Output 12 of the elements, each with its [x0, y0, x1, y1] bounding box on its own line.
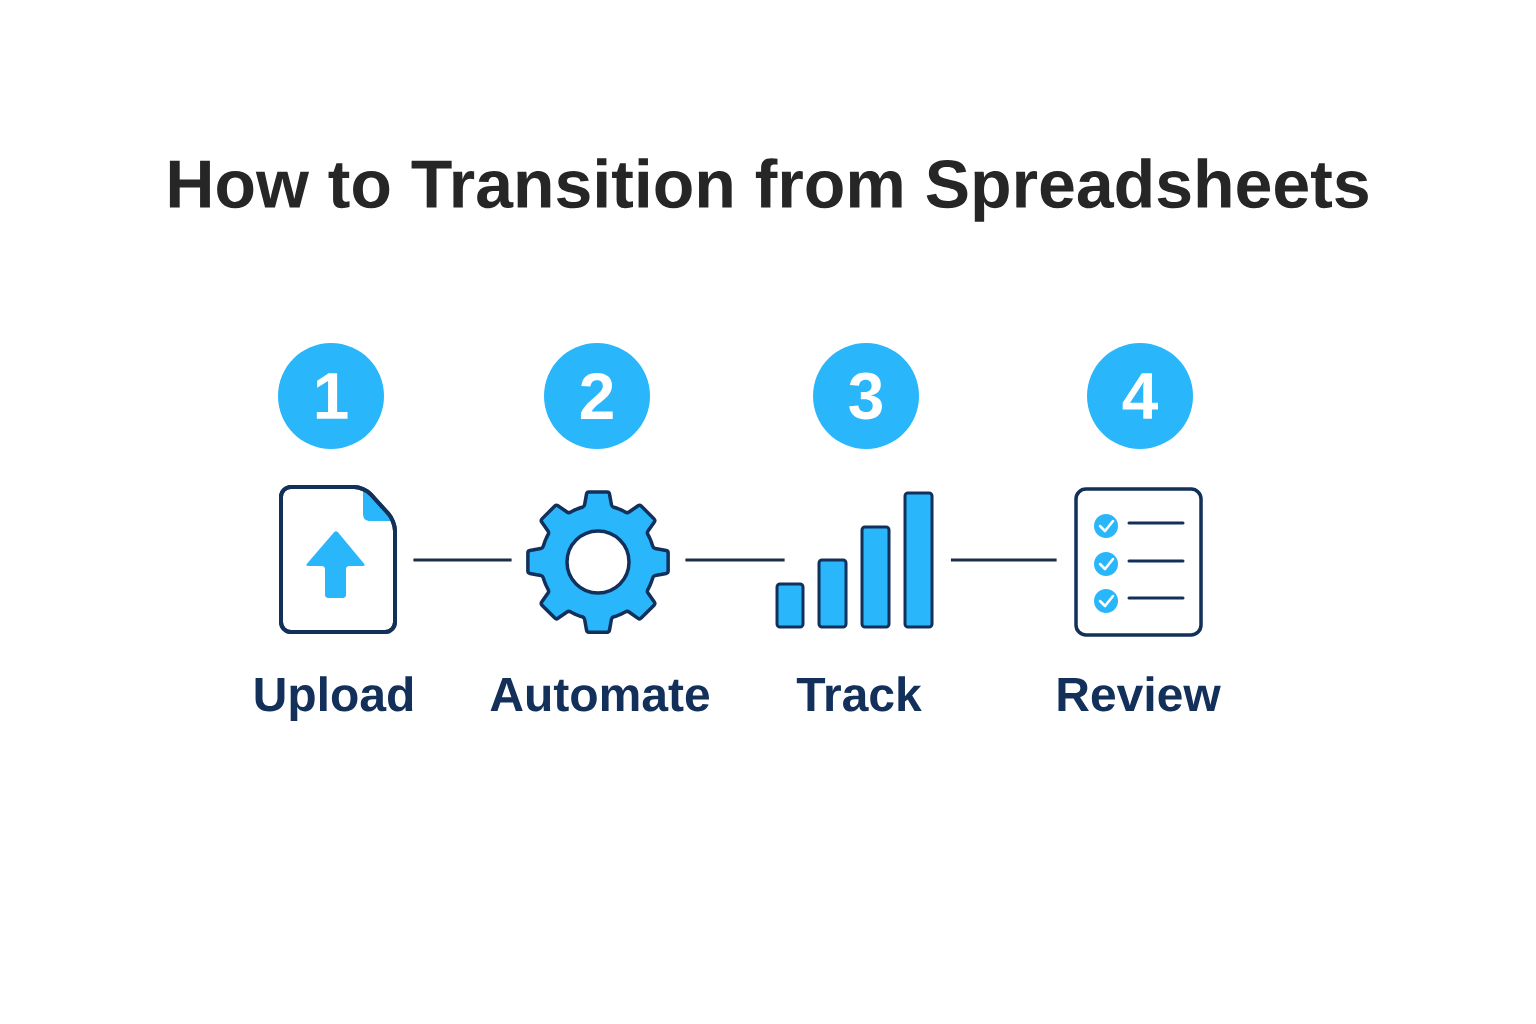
connector-line: [413, 558, 512, 562]
step-label: Automate: [490, 678, 710, 712]
step-label: Review: [1058, 676, 1221, 712]
title: How to Transition from Spreadsheets: [169, 158, 1368, 222]
step-label: Upload: [255, 676, 413, 721]
number-badge: 4: [1087, 343, 1193, 449]
number-badge: 3: [813, 343, 919, 449]
number-badge: 2: [544, 343, 650, 449]
step-label: Track: [796, 676, 922, 712]
number-badge: 1: [278, 343, 384, 449]
connector-line: [950, 558, 1057, 562]
connector-line: [685, 558, 785, 562]
